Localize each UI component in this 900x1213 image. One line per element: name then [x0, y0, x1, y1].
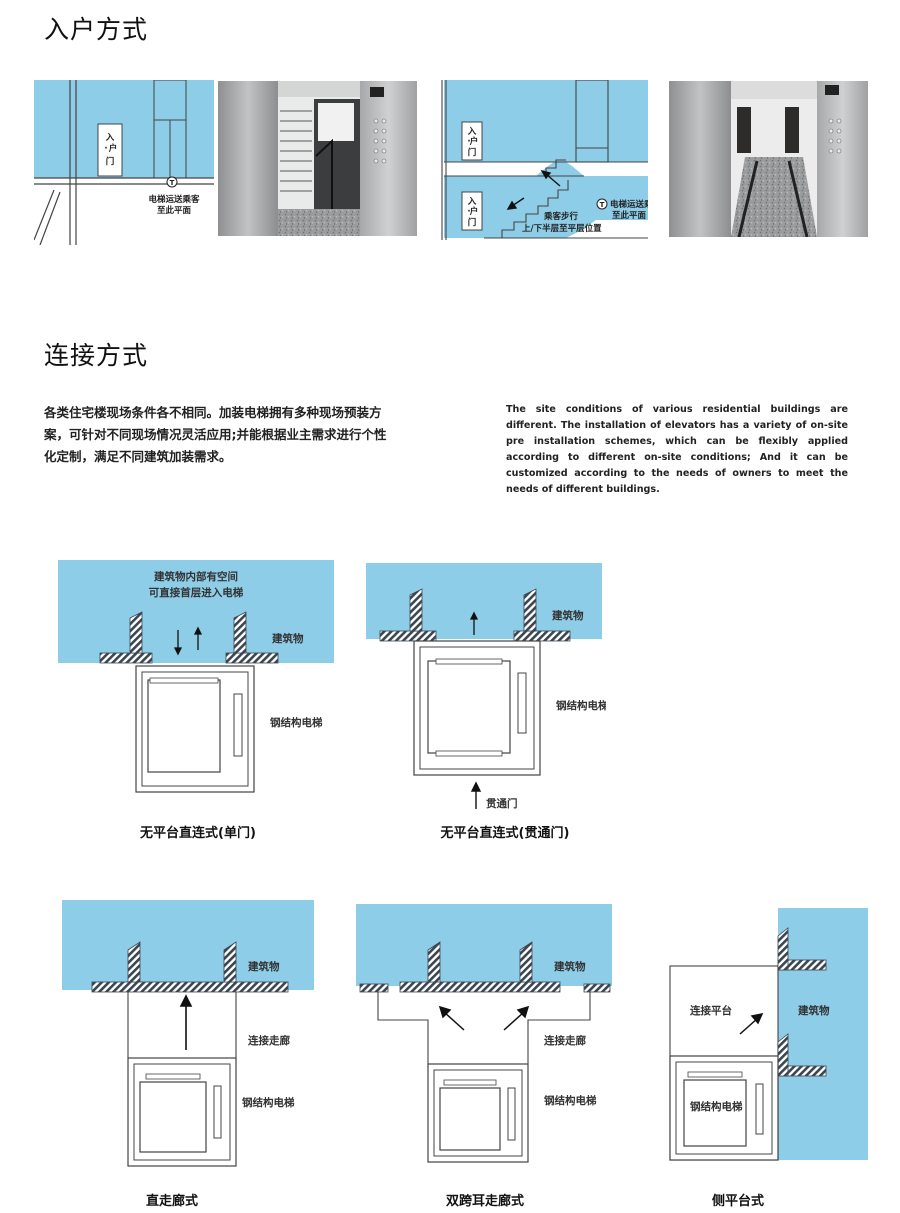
connection-diagram-side-platform: 连接平台 建筑物 钢结构电梯 [669, 908, 868, 1161]
entry-photo-corridor [669, 81, 868, 237]
connection-diagram-through-door: 建筑物 钢结构电梯 贯通门 [366, 563, 606, 810]
door-label-lower-3: 门 [468, 217, 477, 228]
entry-note-line2: 至此平面 [157, 205, 192, 216]
entry-plan-diagram-right: 入 · 户 门 入 · 户 门 T 电梯运送乘客 至此平面 乘客步行 上/下半层… [436, 80, 648, 240]
connection-diagram-double-ear-corridor: 建筑物 连接走廊 钢结构电梯 [356, 904, 612, 1163]
through-door-label: 贯通门 [486, 797, 518, 810]
caption-straight-corridor: 直走廊式 [145, 1194, 198, 1209]
connection-desc-cn: 各类住宅楼现场条件各不相同。加装电梯拥有多种现场预装方案，可针对不同现场情况灵活… [44, 405, 387, 464]
elevator-label-d4: 钢结构电梯 [544, 1094, 597, 1107]
corridor-label-d3: 连接走廊 [248, 1034, 290, 1047]
elevator-symbol-letter: T [170, 179, 175, 187]
elevator-label-d2: 钢结构电梯 [556, 699, 606, 712]
entry-plan-diagram-left: 入 · 户 门 T 电梯运送乘客 至此平面 [34, 80, 214, 245]
section-title-connection: 连接方式 [44, 341, 149, 370]
floor-label: 上/下半层至平层位置 [522, 223, 602, 234]
door-mark: · [104, 144, 107, 154]
door-label-lower-1: 入 [467, 197, 477, 207]
elevator-label-d1: 钢结构电梯 [270, 716, 323, 729]
walk-label: 乘客步行 [543, 211, 579, 222]
entry-note-right-line2: 至此平面 [612, 210, 647, 221]
door-label-upper-1: 入 [467, 127, 477, 137]
entry-note-line1: 电梯运送乘客 [148, 194, 200, 205]
connection-diagram-single-door: 建筑物内部有空间 可直接首层进入电梯 建筑物 钢结构电梯 [58, 560, 334, 793]
door-label-2: 户 [108, 143, 118, 154]
door-label-3: 门 [106, 156, 115, 167]
inner-space-line2: 可直接首层进入电梯 [149, 586, 244, 599]
elevator-symbol-icon [166, 176, 178, 188]
caption-side-platform: 侧平台式 [711, 1194, 764, 1209]
connection-diagram-straight-corridor: 建筑物 连接走廊 钢结构电梯 [62, 900, 314, 1167]
building-label-d1: 建筑物 [271, 632, 304, 645]
platform-label: 连接平台 [690, 1004, 732, 1017]
elevator-label-d5: 钢结构电梯 [690, 1100, 743, 1113]
corridor-label-d4: 连接走廊 [544, 1034, 586, 1047]
door-label-upper-3: 门 [468, 147, 477, 158]
door-mark-upper: · [467, 137, 470, 147]
building-label-d5: 建筑物 [797, 1004, 830, 1017]
entry-photo-stairwell [218, 81, 417, 236]
elevator-symbol-letter-right: T [600, 201, 605, 209]
inner-space-line1: 建筑物内部有空间 [153, 570, 238, 583]
section-title-entry: 入户方式 [44, 15, 149, 44]
door-label-upper-2: 户 [469, 136, 479, 147]
caption-double-ear-corridor: 双跨耳走廊式 [445, 1194, 524, 1209]
elevator-label-d3: 钢结构电梯 [242, 1096, 295, 1109]
building-label-d4: 建筑物 [553, 960, 586, 973]
caption-single-door: 无平台直连式(单门) [140, 826, 256, 841]
door-label-1: 入 [105, 133, 115, 143]
caption-through-door: 无平台直连式(贯通门) [440, 826, 570, 841]
building-label-d2: 建筑物 [551, 609, 584, 622]
building-label-d3: 建筑物 [247, 960, 280, 973]
door-label-lower-2: 户 [469, 206, 479, 217]
door-mark-lower: · [467, 207, 470, 217]
elevator-symbol-icon-right [596, 198, 608, 210]
connection-desc-en: The site conditions of various residenti… [506, 404, 848, 495]
entry-note-right-line1: 电梯运送乘客 [610, 199, 648, 210]
